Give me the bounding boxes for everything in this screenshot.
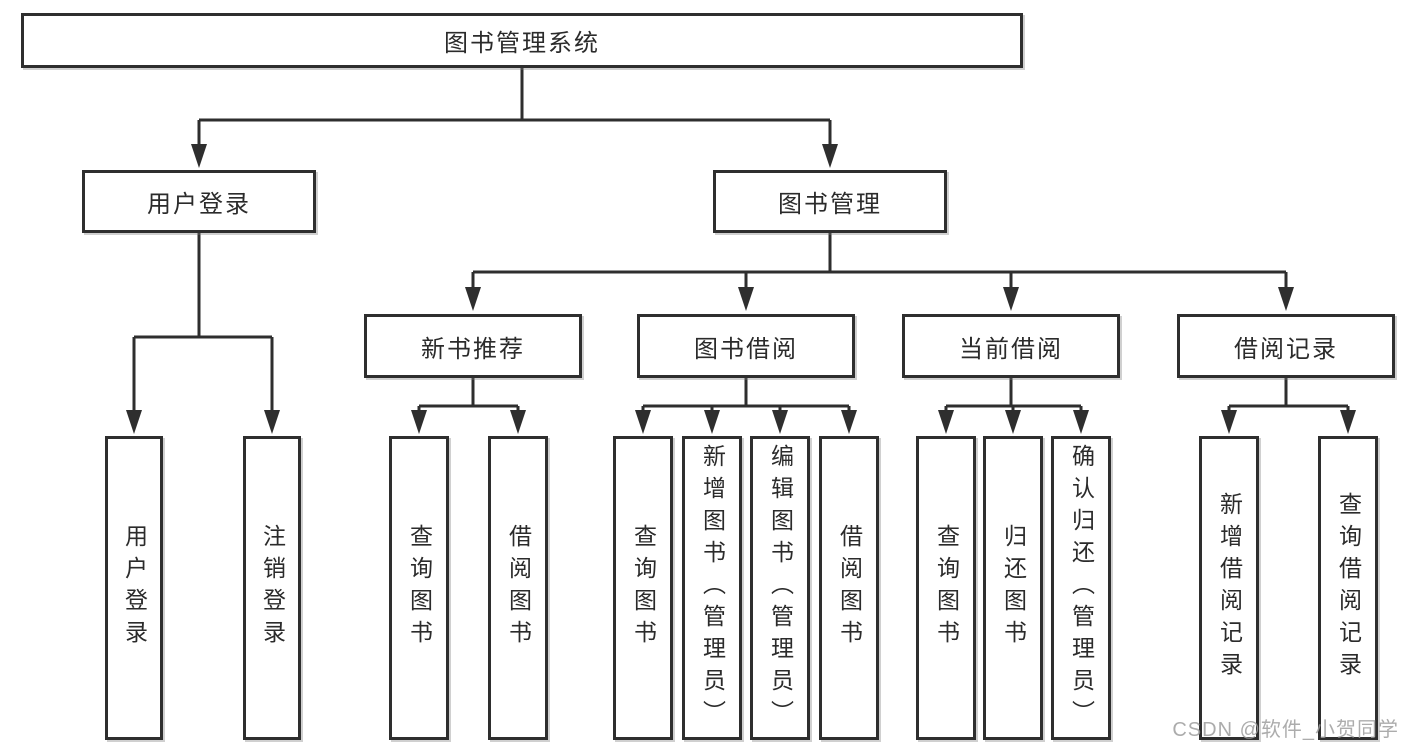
node-borrow-records: 借阅记录 (1177, 314, 1395, 378)
node-user-login-label: 用户登录 (147, 191, 251, 218)
node-cb-confirm-return-admin: 确认归还（管理员） (1051, 436, 1111, 740)
node-current-borrowing-label: 当前借阅 (959, 335, 1063, 363)
node-new-book-recommend-label: 新书推荐 (421, 335, 525, 363)
node-bb-borrow-books-label: 借阅图书 (836, 524, 863, 652)
node-current-borrowing: 当前借阅 (902, 314, 1120, 378)
node-bb-edit-books-admin: 编辑图书（管理员） (750, 436, 810, 740)
node-nbr-query-books: 查询图书 (389, 436, 449, 740)
node-book-borrowing-label: 图书借阅 (694, 335, 798, 363)
node-nbr-borrow-books: 借阅图书 (488, 436, 548, 740)
node-book-management-label: 图书管理 (778, 191, 882, 218)
node-user-login: 用户登录 (82, 170, 316, 233)
node-bb-query-books: 查询图书 (613, 436, 673, 740)
node-nbr-query-books-label: 查询图书 (406, 524, 433, 652)
node-login: 用户登录 (105, 436, 163, 740)
node-cb-query-books-label: 查询图书 (933, 524, 960, 652)
node-book-management: 图书管理 (713, 170, 947, 233)
node-cb-return-books-label: 归还图书 (1000, 524, 1027, 652)
node-logout-label: 注销登录 (259, 524, 286, 652)
node-book-borrowing: 图书借阅 (637, 314, 855, 378)
node-cb-return-books: 归还图书 (983, 436, 1043, 740)
node-bb-add-books-admin: 新增图书（管理员） (682, 436, 742, 740)
node-bb-add-books-admin-label: 新增图书（管理员） (699, 444, 726, 732)
node-nbr-borrow-books-label: 借阅图书 (505, 524, 532, 652)
node-login-label: 用户登录 (121, 524, 148, 652)
watermark: CSDN @软件_小贺同学 (1172, 719, 1399, 741)
node-new-book-recommend: 新书推荐 (364, 314, 582, 378)
node-br-query-record-label: 查询借阅记录 (1335, 492, 1362, 684)
node-bb-borrow-books: 借阅图书 (819, 436, 879, 740)
node-bb-edit-books-admin-label: 编辑图书（管理员） (767, 444, 794, 732)
node-br-add-record-label: 新增借阅记录 (1216, 492, 1243, 684)
node-logout: 注销登录 (243, 436, 301, 740)
node-library-management-system: 图书管理系统 (21, 13, 1023, 68)
node-cb-query-books: 查询图书 (916, 436, 976, 740)
node-br-query-record: 查询借阅记录 (1318, 436, 1378, 740)
node-br-add-record: 新增借阅记录 (1199, 436, 1259, 740)
node-cb-confirm-return-admin-label: 确认归还（管理员） (1068, 444, 1095, 732)
node-bb-query-books-label: 查询图书 (630, 524, 657, 652)
arrowheads (126, 144, 1356, 434)
node-borrow-records-label: 借阅记录 (1234, 335, 1338, 363)
node-library-management-system-label: 图书管理系统 (444, 30, 600, 57)
